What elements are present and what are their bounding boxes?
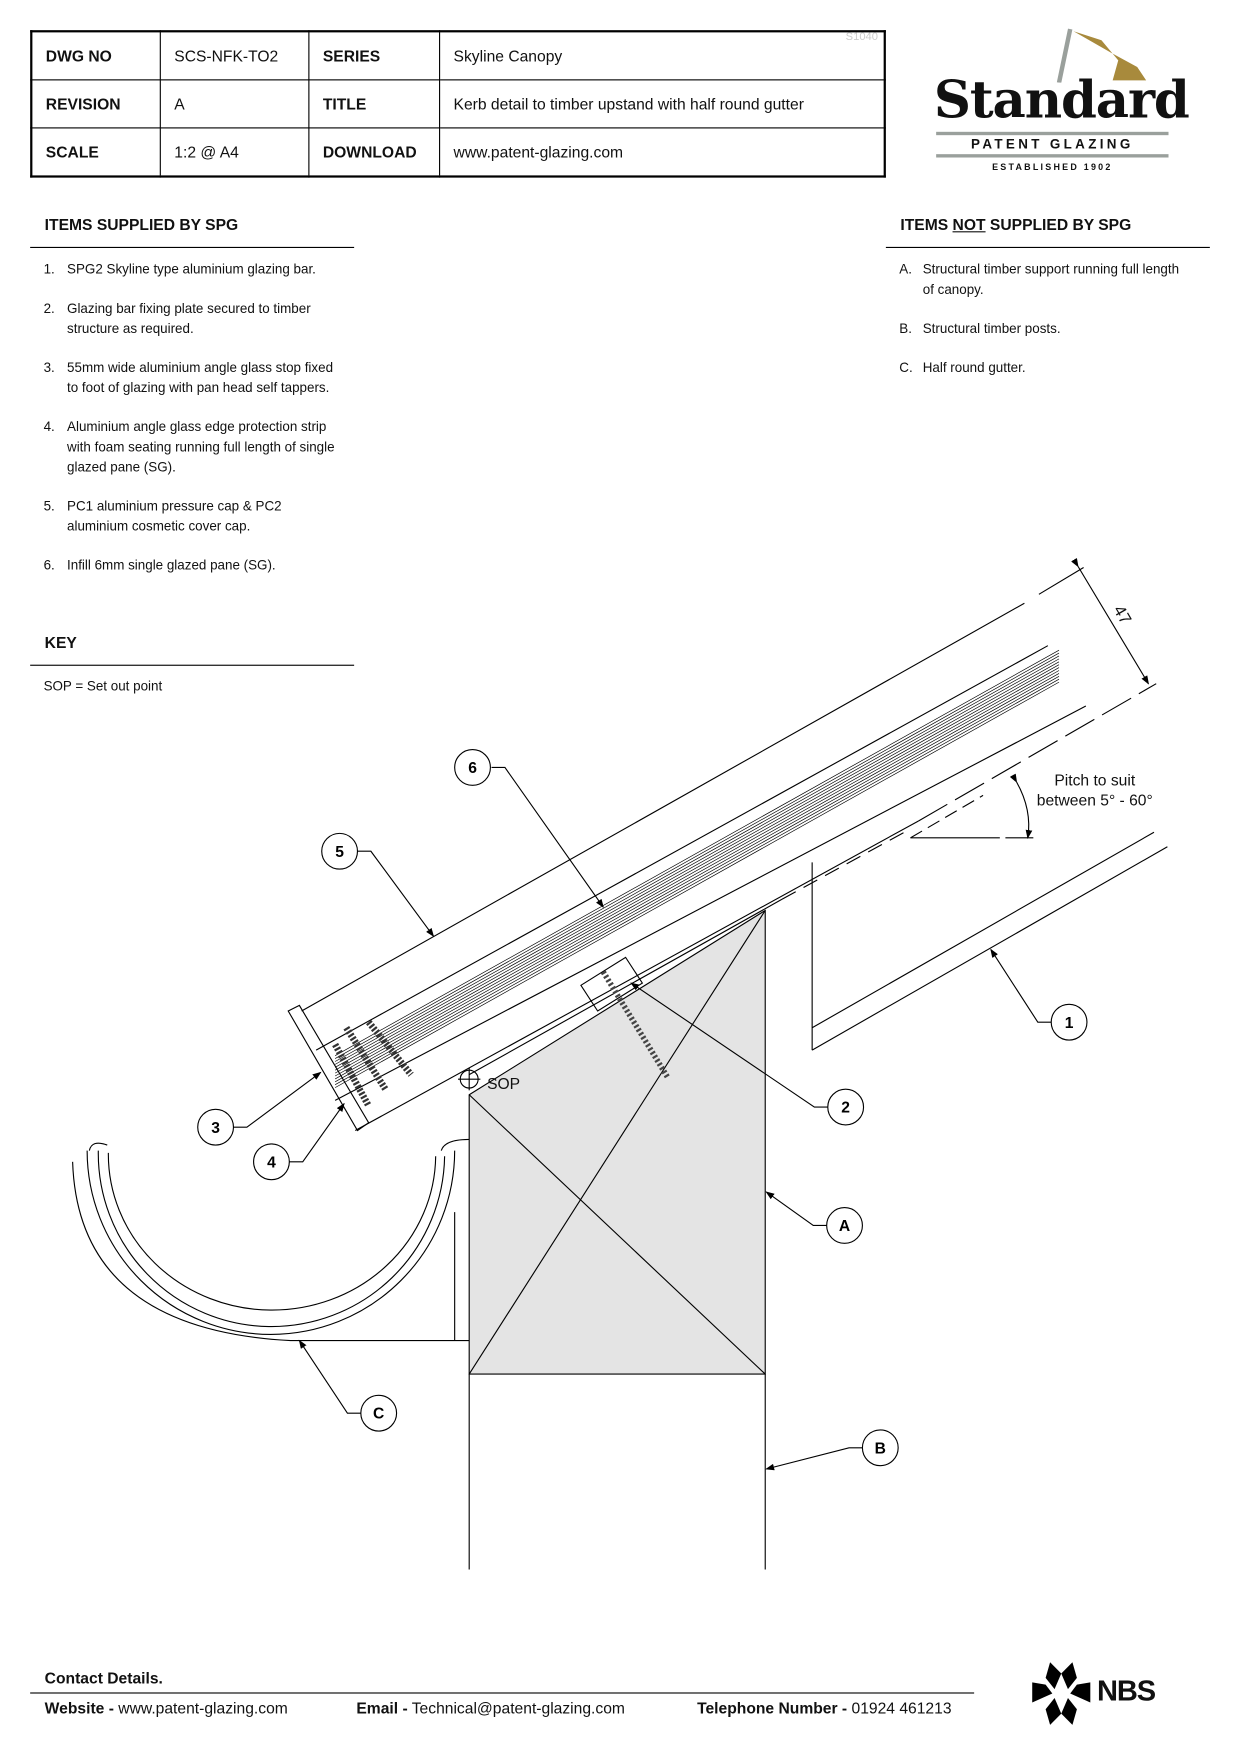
key-text: SOP = Set out point	[43, 678, 163, 694]
svg-text:5: 5	[335, 844, 344, 861]
callout-1: 1	[1050, 1003, 1088, 1041]
list-item: B.Structural timber posts.	[899, 320, 1061, 337]
glazing-bar	[287, 567, 1157, 1132]
items-not-supplied-list: A.Structural timber support running full…	[899, 259, 1189, 396]
callout-3: 3	[197, 1108, 235, 1146]
list-item: A.Structural timber support running full…	[899, 261, 1180, 298]
list-item: 1.SPG2 Skyline type aluminium glazing ba…	[43, 261, 316, 278]
list-item: 3.55mm wide aluminium angle glass stop f…	[43, 359, 334, 396]
standard-patent-glazing-logo: Standard PATENT GLAZING ESTABLISHED 1902	[933, 27, 1190, 178]
download-link[interactable]: www.patent-glazing.com	[439, 127, 886, 178]
svg-text:1: 1	[1065, 1015, 1074, 1032]
value: 1:2 @ A4	[159, 127, 310, 178]
email-contact: Email - Technical@patent-glazing.com	[356, 1699, 625, 1718]
svg-text:3: 3	[211, 1120, 220, 1137]
divider	[885, 246, 1210, 249]
sop-label: SOP	[487, 1074, 521, 1093]
divider	[30, 246, 355, 249]
logo-established: ESTABLISHED 1902	[992, 161, 1113, 173]
callout-6: 6	[454, 749, 491, 786]
svg-text:A: A	[839, 1218, 850, 1235]
list-item: 5.PC1 aluminium pressure cap & PC2 alumi…	[43, 498, 282, 534]
contact-heading: Contact Details.	[44, 1668, 163, 1687]
divider	[30, 1692, 975, 1694]
value: A	[159, 79, 310, 129]
label: TITLE	[308, 79, 441, 129]
label: DOWNLOAD	[308, 127, 441, 178]
callout-b: B	[861, 1429, 899, 1467]
glass-pane	[334, 649, 1060, 1088]
svg-text:B: B	[875, 1440, 886, 1457]
label: REVISION	[30, 79, 161, 129]
sheet-code: S1040	[845, 31, 878, 44]
callout-2: 2	[827, 1088, 865, 1126]
website-link[interactable]: www.patent-glazing.com	[118, 1699, 288, 1718]
email-link[interactable]: Technical@patent-glazing.com	[411, 1699, 625, 1718]
half-round-gutter	[72, 1138, 470, 1342]
title-row: SCALE 1:2 @ A4 DOWNLOAD www.patent-glazi…	[30, 127, 886, 178]
label: SCALE	[30, 127, 161, 178]
rafter	[811, 831, 1168, 1051]
svg-text:4: 4	[267, 1154, 276, 1171]
svg-text:6: 6	[468, 760, 477, 777]
website-contact: Website - www.patent-glazing.com	[44, 1699, 288, 1718]
value: Kerb detail to timber upstand with half …	[439, 79, 886, 129]
list-item: 2.Glazing bar fixing plate secured to ti…	[43, 300, 311, 337]
key-heading: KEY	[44, 633, 77, 652]
list-item: 4.Aluminium angle glass edge protection …	[43, 418, 335, 475]
label: SERIES	[308, 30, 441, 81]
items-not-supplied-heading: ITEMS NOT SUPPLIED BY SPG	[900, 215, 1132, 234]
svg-text:C: C	[373, 1406, 384, 1423]
svg-text:2: 2	[841, 1100, 850, 1117]
callout-c: C	[360, 1394, 398, 1432]
callout-4: 4	[253, 1143, 290, 1181]
leader-lines	[233, 766, 1052, 1471]
list-item: C.Half round gutter.	[899, 359, 1026, 376]
items-supplied-list: 1.SPG2 Skyline type aluminium glazing ba…	[44, 259, 346, 594]
title-row: REVISION A TITLE Kerb detail to timber u…	[30, 79, 886, 129]
callout-5: 5	[321, 832, 359, 870]
title-row: DWG NO SCS-NFK-TO2 SERIES Skyline Canopy	[30, 30, 886, 81]
logo-subtitle: PATENT GLAZING	[971, 136, 1134, 152]
list-item: 6.Infill 6mm single glazed pane (SG).	[43, 557, 276, 574]
items-supplied-heading: ITEMS SUPPLIED BY SPG	[44, 215, 239, 234]
callout-a: A	[826, 1207, 863, 1244]
nbs-logo: NBS	[1028, 1660, 1162, 1727]
divider	[30, 664, 355, 666]
phone-contact: Telephone Number - 01924 461213	[697, 1699, 952, 1718]
title-block: DWG NO SCS-NFK-TO2 SERIES Skyline Canopy…	[30, 30, 886, 178]
logo-wordmark: Standard	[933, 69, 1190, 130]
value: SCS-NFK-TO2	[159, 30, 310, 81]
screws	[332, 970, 671, 1108]
